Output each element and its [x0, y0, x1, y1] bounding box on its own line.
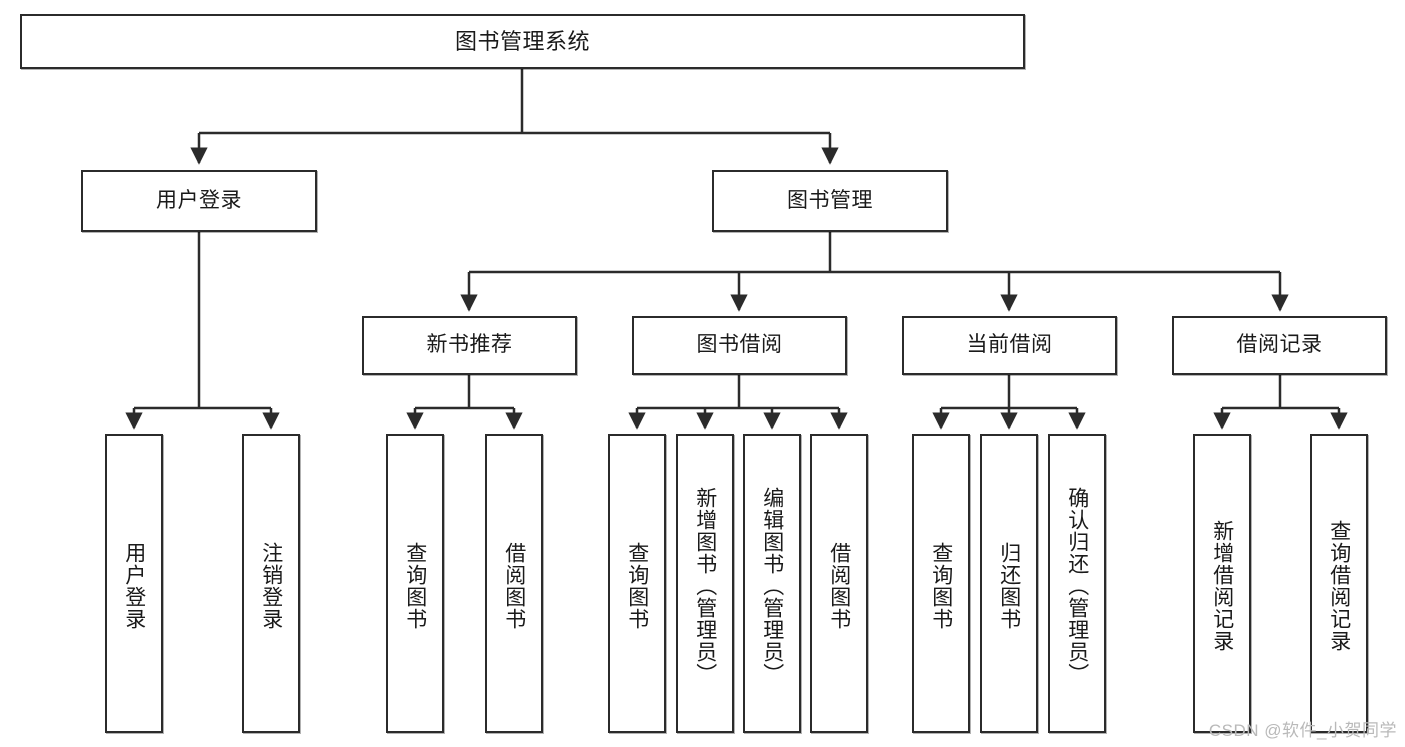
- node-label: 确认归还（管理员）: [1065, 486, 1089, 685]
- node-label: 新增图书（管理员）: [693, 486, 717, 685]
- leaf-query-borrow-record[interactable]: 查询借阅记录: [1310, 434, 1368, 733]
- leaf-query-book-recommend[interactable]: 查询图书: [386, 434, 444, 733]
- node-label: 借阅图书: [827, 541, 851, 630]
- leaf-query-book-borrow[interactable]: 查询图书: [608, 434, 666, 733]
- node-label: 编辑图书（管理员）: [760, 486, 784, 685]
- node-label: 当前借阅: [966, 333, 1053, 357]
- leaf-confirm-return-admin[interactable]: 确认归还（管理员）: [1048, 434, 1106, 733]
- node-label: 用户登录: [156, 188, 242, 212]
- node-user-login[interactable]: 用户登录: [81, 170, 317, 232]
- node-book-borrow[interactable]: 图书借阅: [632, 316, 847, 375]
- node-root-system[interactable]: 图书管理系统: [20, 14, 1025, 69]
- leaf-borrow-book[interactable]: 借阅图书: [810, 434, 868, 733]
- node-label: 新增借阅记录: [1210, 519, 1234, 652]
- leaf-borrow-book-recommend[interactable]: 借阅图书: [485, 434, 543, 733]
- leaf-return-book[interactable]: 归还图书: [980, 434, 1038, 733]
- leaf-add-borrow-record[interactable]: 新增借阅记录: [1193, 434, 1251, 733]
- node-label: 图书借阅: [696, 333, 783, 357]
- node-book-management[interactable]: 图书管理: [712, 170, 948, 232]
- leaf-edit-book-admin[interactable]: 编辑图书（管理员）: [743, 434, 801, 733]
- node-label: 借阅图书: [502, 541, 526, 630]
- node-label: 图书管理: [787, 188, 873, 212]
- node-label: 用户登录: [122, 541, 146, 630]
- node-current-borrow[interactable]: 当前借阅: [902, 316, 1117, 375]
- node-label: 借阅记录: [1236, 333, 1323, 357]
- node-label: 查询图书: [625, 541, 649, 630]
- node-new-book-recommend[interactable]: 新书推荐: [362, 316, 577, 375]
- node-label: 图书管理系统: [454, 28, 590, 54]
- node-borrow-record[interactable]: 借阅记录: [1172, 316, 1387, 375]
- node-label: 注销登录: [259, 541, 283, 630]
- leaf-logout[interactable]: 注销登录: [242, 434, 300, 733]
- node-label: 查询图书: [929, 541, 953, 630]
- leaf-add-book-admin[interactable]: 新增图书（管理员）: [676, 434, 734, 733]
- node-label: 查询图书: [403, 541, 427, 630]
- node-label: 新书推荐: [426, 333, 513, 357]
- leaf-query-book-current[interactable]: 查询图书: [912, 434, 970, 733]
- node-label: 归还图书: [997, 541, 1021, 630]
- node-label: 查询借阅记录: [1327, 519, 1351, 652]
- csdn-watermark: CSDN @软件_小贺同学: [1208, 721, 1397, 740]
- leaf-user-login[interactable]: 用户登录: [105, 434, 163, 733]
